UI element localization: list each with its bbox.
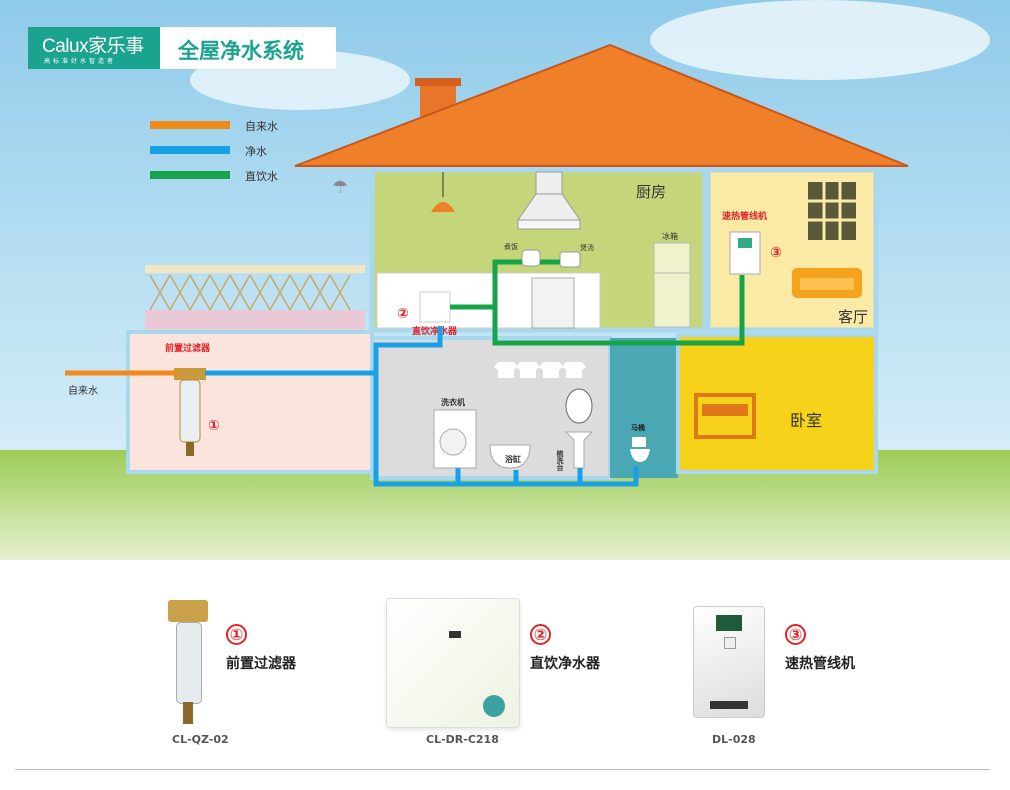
- legend-line-tap: [150, 121, 230, 129]
- product-name: 前置过滤器: [226, 656, 296, 672]
- legend-label-drinking: 直饮水: [245, 169, 278, 183]
- product-model: DL-028: [712, 733, 756, 746]
- page-title-box: 全屋净水系统: [160, 27, 336, 69]
- washer-label: 洗衣机: [441, 397, 465, 407]
- washbasin-label: 梳洗台: [556, 449, 564, 472]
- purifier-number: ②: [397, 306, 409, 322]
- fence: [145, 265, 365, 330]
- purified-water-pipe: [205, 326, 639, 487]
- bathtub-label: 浴缸: [505, 454, 521, 464]
- fridge-icon: [653, 242, 691, 328]
- legend: 自来水 净水 直饮水: [150, 120, 278, 183]
- soup-pot-icon: [559, 251, 581, 268]
- prefilter-product-image: [168, 600, 208, 725]
- product-number: ③: [785, 624, 806, 645]
- page-title: 全屋净水系统: [178, 39, 304, 63]
- prefilter-number: ①: [208, 418, 220, 434]
- bedroom-label: 卧室: [790, 411, 822, 430]
- prefilter-unit-icon: [174, 368, 206, 456]
- heater-label: 速热管线机: [722, 210, 767, 222]
- bed-icon: [694, 393, 756, 439]
- product-list: ① 前置过滤器 CL-QZ-02 ② 直饮净水器 CL-DR-C218 ③ 速热…: [0, 560, 1010, 790]
- heater-product-image: [693, 606, 765, 718]
- toilet-label: 马桶: [631, 423, 645, 432]
- heater-unit-icon: [729, 231, 761, 275]
- product-model: CL-QZ-02: [172, 733, 229, 746]
- lamp-icon: [431, 172, 455, 212]
- cloud: [650, 0, 990, 80]
- bedroom: [676, 333, 878, 474]
- fridge-label: 冰箱: [662, 231, 678, 241]
- bathtub-icon: [489, 444, 531, 469]
- house-diagram: 自来水 净水 直饮水 ☂ 厨房 客厅 卧室 煮饭 煲汤 冰箱 ② 直饮净水器: [0, 0, 1010, 560]
- purifier-unit-icon: [419, 291, 451, 323]
- product-name: 直饮净水器: [530, 656, 600, 672]
- toilet-icon: [630, 437, 650, 462]
- washing-machine-icon: [433, 409, 477, 469]
- sofa-icon: [792, 268, 862, 298]
- soup-label: 煲汤: [580, 243, 594, 252]
- roof: [294, 43, 909, 167]
- bottom-divider: [15, 769, 990, 770]
- washbasin-icon: [564, 388, 594, 469]
- range-hood-icon: [517, 171, 581, 230]
- legend-line-purified: [150, 146, 230, 154]
- purifier-product-image: [386, 598, 520, 728]
- living-room-label: 客厅: [838, 308, 868, 326]
- drinking-water-pipe: [450, 259, 745, 346]
- product-number: ①: [226, 624, 247, 645]
- legend-line-drinking: [150, 171, 230, 179]
- legend-label-purified: 净水: [245, 144, 267, 158]
- stove: [531, 277, 575, 329]
- product-name: 速热管线机: [785, 656, 855, 672]
- clothes-icons: [494, 362, 586, 378]
- prefilter-label: 前置过滤器: [165, 342, 211, 354]
- shower-icon: ☂: [332, 177, 348, 198]
- window-icon: [808, 182, 856, 240]
- heater-number: ③: [770, 245, 782, 261]
- cook-rice-label: 煮饭: [504, 242, 518, 251]
- kitchen-label: 厨房: [636, 183, 666, 201]
- brand-name: Calux家乐事: [42, 36, 144, 57]
- tap-water-inlet-label: 自来水: [68, 384, 98, 397]
- product-model: CL-DR-C218: [426, 733, 499, 746]
- brand-logo: Calux家乐事 高标准好水智造者: [28, 27, 160, 69]
- product-number: ②: [530, 624, 551, 645]
- prefilter-room: [126, 330, 374, 474]
- rice-cooker-icon: [521, 249, 541, 267]
- brand-slogan: 高标准好水智造者: [44, 58, 117, 65]
- purifier-label: 直饮净水器: [412, 325, 458, 337]
- legend-label-tap: 自来水: [245, 120, 278, 133]
